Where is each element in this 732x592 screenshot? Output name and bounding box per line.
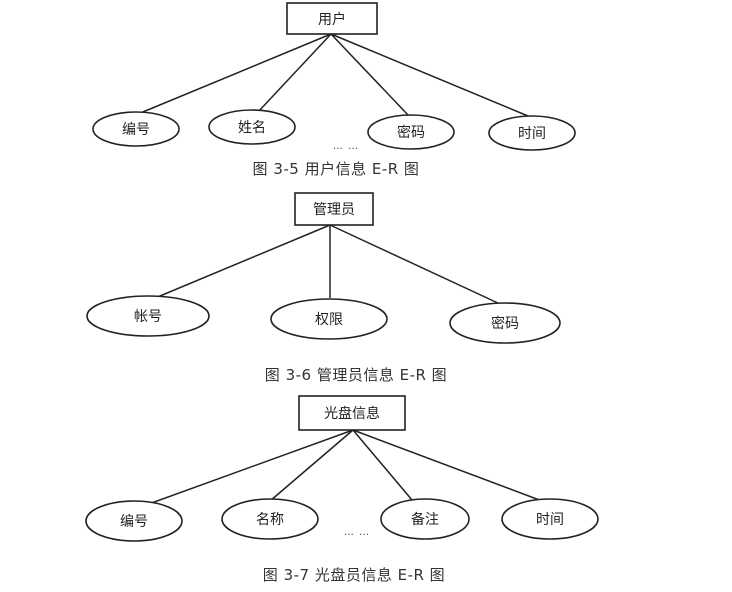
- relation-line: [147, 224, 331, 302]
- attribute-ellipse: [380, 498, 470, 540]
- attribute-label: 时间: [536, 512, 564, 528]
- attribute-label: 权限: [315, 312, 343, 328]
- attribute-ellipse: [221, 498, 319, 540]
- relation-line: [330, 33, 529, 117]
- relation-line: [330, 33, 409, 116]
- attribute-label: 名称: [256, 512, 284, 528]
- relation-line: [257, 33, 332, 113]
- er-diagram-disc: 光盘信息 编号 名称 备注 时间 … … 图 3-7 光盘员信息 E-R 图: [85, 395, 599, 584]
- attribute-ellipse: [85, 500, 183, 542]
- entity-label: 光盘信息: [324, 405, 380, 422]
- attribute-label: 姓名: [238, 120, 266, 136]
- attribute-ellipse: [86, 295, 210, 337]
- attribute-label: 编号: [122, 122, 150, 138]
- attribute-ellipse: [208, 109, 296, 145]
- entity-box: [294, 192, 374, 226]
- entity-box: [286, 2, 378, 35]
- figure-caption: 图 3-6 管理员信息 E-R 图: [265, 366, 447, 384]
- relation-line: [352, 429, 551, 505]
- attribute-ellipse: [92, 111, 180, 147]
- ellipsis-text: … …: [333, 141, 359, 152]
- relation-line: [269, 429, 354, 502]
- ellipsis-text: … …: [344, 527, 370, 538]
- attribute-label: 密码: [397, 124, 425, 141]
- figure-caption: 图 3-5 用户信息 E-R 图: [253, 160, 420, 178]
- attribute-ellipse: [501, 498, 599, 540]
- entity-label: 管理员: [313, 202, 355, 218]
- entity-box: [298, 395, 406, 431]
- attribute-label: 密码: [491, 315, 519, 332]
- relation-line: [329, 224, 501, 305]
- er-diagram-user: 用户 编号 姓名 密码 时间 … … 图 3-5 用户信息 E-R 图: [92, 2, 576, 178]
- attribute-ellipse: [488, 115, 576, 151]
- attribute-label: 编号: [120, 514, 148, 530]
- attribute-ellipse: [449, 302, 561, 344]
- relation-line: [137, 33, 332, 115]
- figure-caption: 图 3-7 光盘员信息 E-R 图: [263, 566, 445, 584]
- attribute-label: 备注: [411, 511, 439, 528]
- relation-line: [352, 429, 413, 501]
- relation-line: [145, 429, 354, 506]
- entity-label: 用户: [318, 11, 346, 28]
- attribute-label: 时间: [518, 126, 546, 142]
- attribute-ellipse: [270, 298, 388, 340]
- er-diagram-admin: 管理员 帐号 权限 密码 图 3-6 管理员信息 E-R 图: [86, 192, 561, 384]
- attribute-ellipse: [367, 114, 455, 150]
- attribute-label: 帐号: [134, 309, 162, 325]
